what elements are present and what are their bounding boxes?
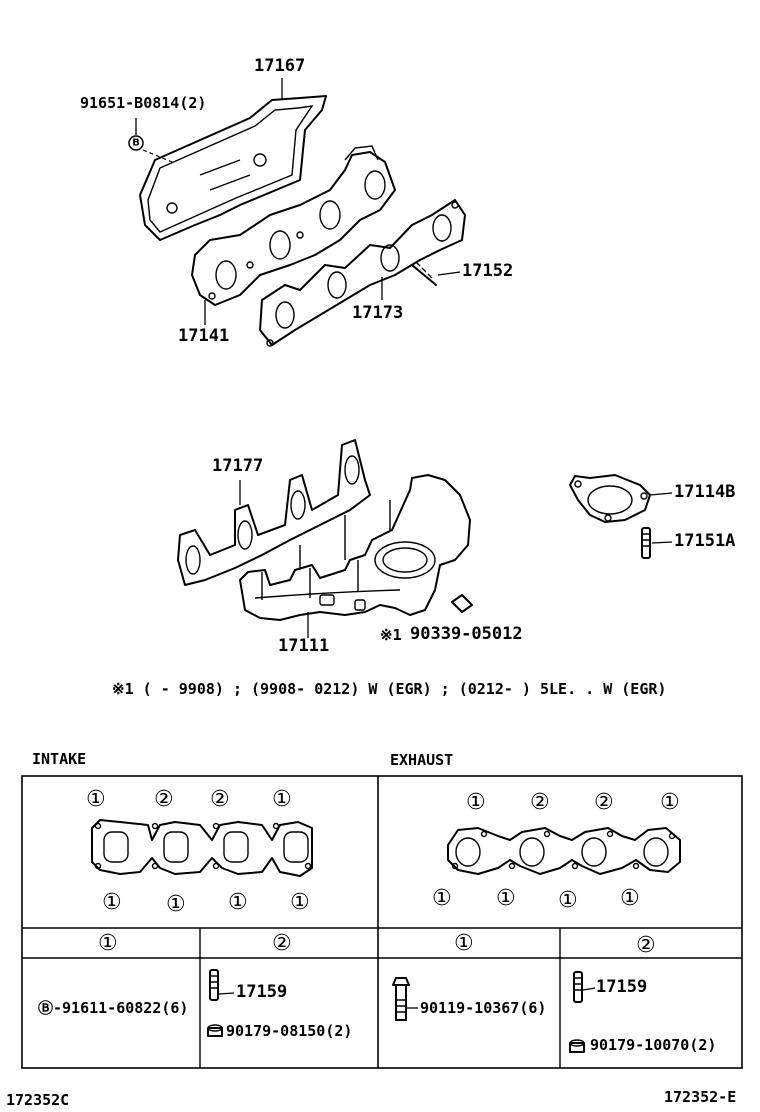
exhaust-bottom-mark: ① bbox=[558, 888, 578, 913]
exhaust-bottom-mark: ① bbox=[432, 886, 452, 911]
exhaust-manifold-drawing bbox=[191, 145, 396, 306]
intake-manifold-drawing bbox=[239, 474, 471, 621]
exhaust-stud-table-drawing bbox=[573, 971, 583, 1003]
footnote: ※1 ( - 9908) ; (9908- 0212) W (EGR) ; (0… bbox=[112, 680, 667, 698]
egr-stud-drawing bbox=[641, 527, 651, 559]
exhaust-title: EXHAUST bbox=[390, 751, 454, 769]
torque-table bbox=[21, 775, 743, 1069]
exhaust-bolt-table-drawing bbox=[392, 977, 410, 1021]
exhaust-nut-part: 90179-10070(2) bbox=[590, 1036, 717, 1054]
intake-bottom-mark: ① bbox=[166, 892, 186, 917]
intake-bottom-mark: ① bbox=[228, 890, 248, 915]
intake-title: INTAKE bbox=[32, 750, 87, 768]
exhaust-nut-table-drawing bbox=[569, 1039, 585, 1053]
exhaust-top-mark: ② bbox=[594, 790, 614, 815]
exhaust-bottom-mark: ① bbox=[620, 886, 640, 911]
intake-bolt-part: Ⓑ-91611-60822(6) bbox=[38, 999, 189, 1017]
intake-bottom-mark: ① bbox=[290, 890, 310, 915]
exhaust-gasket-drawing bbox=[259, 199, 466, 347]
exhaust-gasket-table-drawing bbox=[447, 827, 681, 875]
bolt-b-mark bbox=[128, 135, 144, 151]
svg-text:B: B bbox=[132, 138, 140, 149]
col-head-exhaust-2: ② bbox=[636, 933, 656, 958]
label-bolt-b: 91651-B0814(2) bbox=[80, 94, 207, 112]
exhaust-stud-drawing bbox=[411, 261, 437, 286]
exhaust-top-mark: ① bbox=[660, 790, 680, 815]
label-intake-gasket: 17177 bbox=[212, 456, 264, 476]
label-plug: 90339-05012 bbox=[410, 624, 523, 644]
intake-gasket-drawing bbox=[177, 439, 371, 586]
label-exhaust-gasket: 17173 bbox=[352, 303, 404, 323]
col-head-exhaust-1: ① bbox=[454, 931, 474, 956]
intake-nut-part: 90179-08150(2) bbox=[226, 1022, 353, 1040]
label-intake-manifold: 17111 bbox=[278, 636, 330, 656]
label-exhaust-stud: 17152 bbox=[462, 261, 514, 281]
exhaust-bottom-mark: ① bbox=[496, 886, 516, 911]
label-egr-gasket: 17114B bbox=[674, 482, 736, 502]
intake-top-mark: ① bbox=[272, 787, 292, 812]
plug-drawing bbox=[451, 594, 473, 613]
col-head-intake-1: ① bbox=[98, 931, 118, 956]
intake-top-mark: ② bbox=[210, 787, 230, 812]
label-egr-stud: 17151A bbox=[674, 531, 736, 551]
exhaust-top-mark: ① bbox=[466, 790, 486, 815]
label-plug-mark: ※1 bbox=[380, 626, 402, 644]
intake-top-mark: ① bbox=[86, 787, 106, 812]
intake-gasket-table-drawing bbox=[91, 819, 313, 877]
intake-nut-table-drawing bbox=[207, 1024, 223, 1037]
label-heat-insulator: 17167 bbox=[254, 56, 306, 76]
exhaust-stud-part: 17159 bbox=[596, 977, 648, 997]
ref-code-right: 172352-E bbox=[664, 1088, 737, 1106]
intake-stud-table-drawing bbox=[209, 969, 219, 1001]
ref-code-left: 172352C bbox=[6, 1091, 70, 1109]
label-exhaust-manifold: 17141 bbox=[178, 326, 230, 346]
exhaust-top-mark: ② bbox=[530, 790, 550, 815]
intake-stud-part: 17159 bbox=[236, 982, 288, 1002]
intake-top-mark: ② bbox=[154, 787, 174, 812]
intake-bottom-mark: ① bbox=[102, 890, 122, 915]
col-head-intake-2: ② bbox=[272, 931, 292, 956]
egr-gasket-drawing bbox=[569, 474, 651, 523]
heat-insulator-drawing bbox=[139, 95, 327, 241]
exhaust-bolt-part: 90119-10367(6) bbox=[420, 999, 547, 1017]
